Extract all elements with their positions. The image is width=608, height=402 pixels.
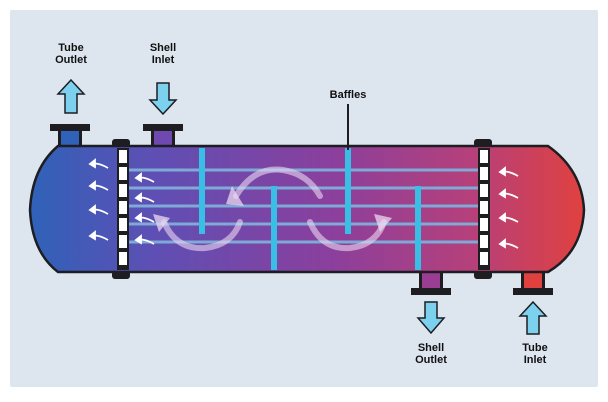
tube-sheet-block <box>119 252 127 265</box>
down-arrow-icon <box>148 82 178 116</box>
shell-inlet-label-line2: Inlet <box>151 54 175 66</box>
baffle <box>345 148 351 234</box>
tube-sheet-block <box>119 218 127 231</box>
tube-sheet-block <box>480 184 488 197</box>
swirl-arrowheads <box>153 186 392 232</box>
shell-inlet-label: Shell Inlet <box>140 42 186 66</box>
left-tube-sheet <box>117 148 129 270</box>
flange-bolts <box>112 139 492 279</box>
shell-inlet-nozzle <box>143 124 183 148</box>
baffles <box>199 148 421 270</box>
tube-sheet-block <box>119 150 127 163</box>
tube-bundle <box>118 168 488 244</box>
shell-outlet-label: Shell Outlet <box>408 342 454 366</box>
swirl-arrow-icon <box>161 219 243 252</box>
up-arrow-icon <box>518 300 548 335</box>
tube-sheet-block <box>480 150 488 163</box>
shell-outlet-nozzle <box>411 272 451 295</box>
tube-sheet-block <box>119 184 127 197</box>
tube-outlet-label-line1: Tube <box>58 42 84 54</box>
baffle <box>271 186 277 270</box>
tube-inlet-label-line2: Inlet <box>523 354 547 366</box>
tube-outlet-label: Tube Outlet <box>48 42 94 66</box>
shell-outlet-label-line1: Shell <box>417 342 445 354</box>
tube-inlet-label: Tube Inlet <box>512 342 558 366</box>
baffles-label: Baffles <box>318 89 378 101</box>
swirl-arrow-icon <box>307 219 387 252</box>
baffle <box>199 148 205 234</box>
baffle <box>415 186 421 270</box>
tube-inlet-nozzle <box>513 272 553 295</box>
shell-inlet-label-line1: Shell <box>149 42 177 54</box>
tube-sheet-block <box>480 235 488 248</box>
tube-outlet-nozzle <box>50 124 90 147</box>
baffles-label-text: Baffles <box>329 89 367 101</box>
tube-sheet-block <box>480 167 488 180</box>
tube-sheet-block <box>480 201 488 214</box>
swirl-arrow-icon <box>233 166 323 199</box>
tube-sheet-block <box>119 167 127 180</box>
external-flow-arrows <box>56 78 548 335</box>
tube-sheet-block <box>119 201 127 214</box>
right-tube-sheet <box>478 148 490 270</box>
shell-body <box>28 144 586 274</box>
tube-outlet-label-line2: Outlet <box>55 54 87 66</box>
tube-sheet-block <box>119 235 127 248</box>
tube-inlet-label-line1: Tube <box>522 342 548 354</box>
shell-outlet-label-line2: Outlet <box>415 354 447 366</box>
tube-sheet-block <box>480 218 488 231</box>
up-arrow-icon <box>56 78 86 114</box>
down-arrow-icon <box>416 301 446 335</box>
shell-flow-arrows <box>161 166 387 252</box>
tube-sheet-block <box>480 252 488 265</box>
tube-flow-arrows <box>88 158 519 249</box>
